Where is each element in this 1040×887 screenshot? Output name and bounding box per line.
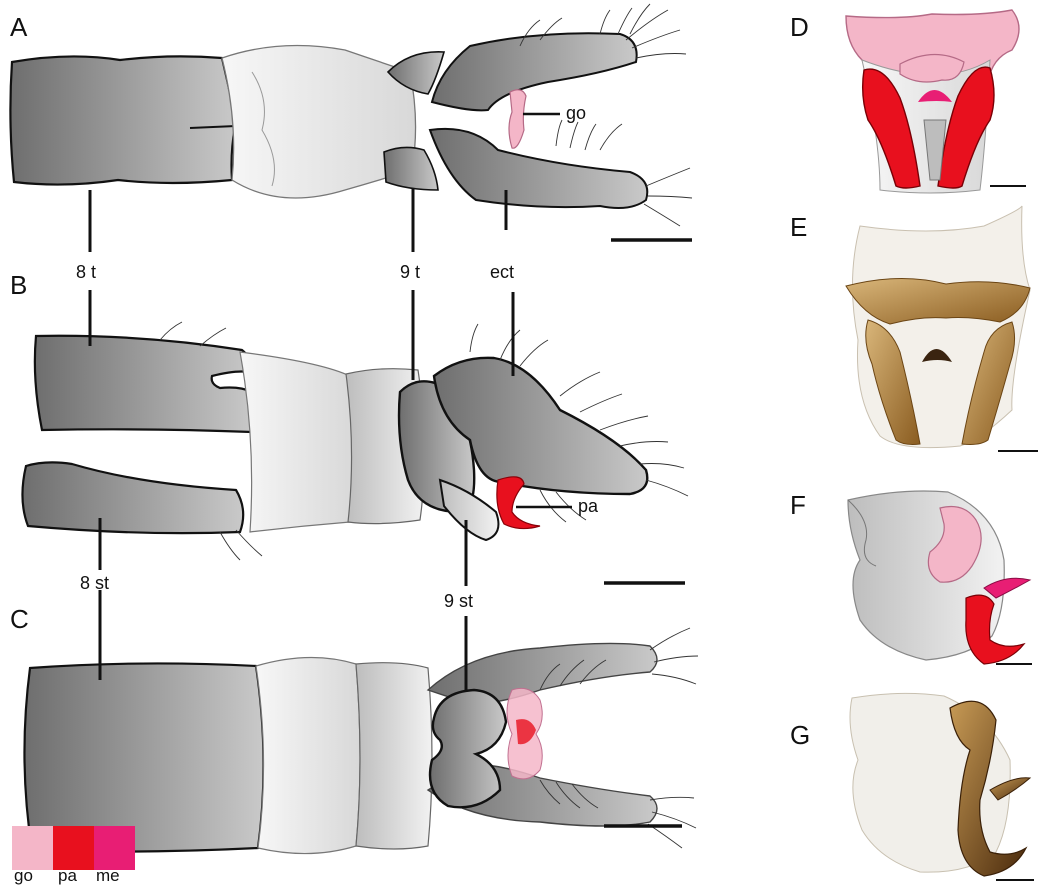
panel-c-drawing xyxy=(24,590,698,854)
panel-d-drawing xyxy=(846,10,1026,193)
panel-label-f: F xyxy=(790,492,806,518)
label-pa: pa xyxy=(578,497,598,515)
panel-e-drawing xyxy=(846,206,1038,451)
panel-label-c: C xyxy=(10,606,29,632)
legend-swatch-me xyxy=(94,826,135,870)
legend-swatch-pa xyxy=(53,826,94,870)
membrane-b xyxy=(240,352,355,532)
panel-a-drawing xyxy=(10,4,692,252)
panel-g-drawing xyxy=(850,693,1034,880)
sternite-8-c xyxy=(24,663,263,851)
legend-swatch-go xyxy=(12,826,53,870)
panel-b-drawing xyxy=(22,290,688,586)
legend-label-go: go xyxy=(14,866,33,886)
panel-label-a: A xyxy=(10,14,27,40)
label-9t: 9 t xyxy=(400,263,420,281)
panel-label-d: D xyxy=(790,14,809,40)
panel-label-e: E xyxy=(790,214,807,240)
label-ect: ect xyxy=(490,263,514,281)
sternite-8-b xyxy=(22,462,243,533)
sternite-9-c xyxy=(430,690,506,807)
tergite-9-a-lower xyxy=(384,147,438,190)
legend-label-me: me xyxy=(96,866,120,886)
gonocoxite-upper-a xyxy=(432,33,637,110)
go-structure-a xyxy=(509,90,526,148)
gonocoxite-lower-a xyxy=(430,129,647,208)
label-9st: 9 st xyxy=(444,592,473,610)
tergite-8-a xyxy=(10,56,236,184)
label-go: go xyxy=(566,104,586,122)
panel-label-b: B xyxy=(10,272,27,298)
label-8st: 8 st xyxy=(80,574,109,592)
segment-9-c xyxy=(356,663,432,849)
membrane-c xyxy=(256,657,360,853)
tergite-8-b xyxy=(35,336,254,432)
legend-label-pa: pa xyxy=(58,866,77,886)
panel-label-g: G xyxy=(790,722,810,748)
panel-f-drawing xyxy=(848,491,1032,664)
label-8t: 8 t xyxy=(76,263,96,281)
